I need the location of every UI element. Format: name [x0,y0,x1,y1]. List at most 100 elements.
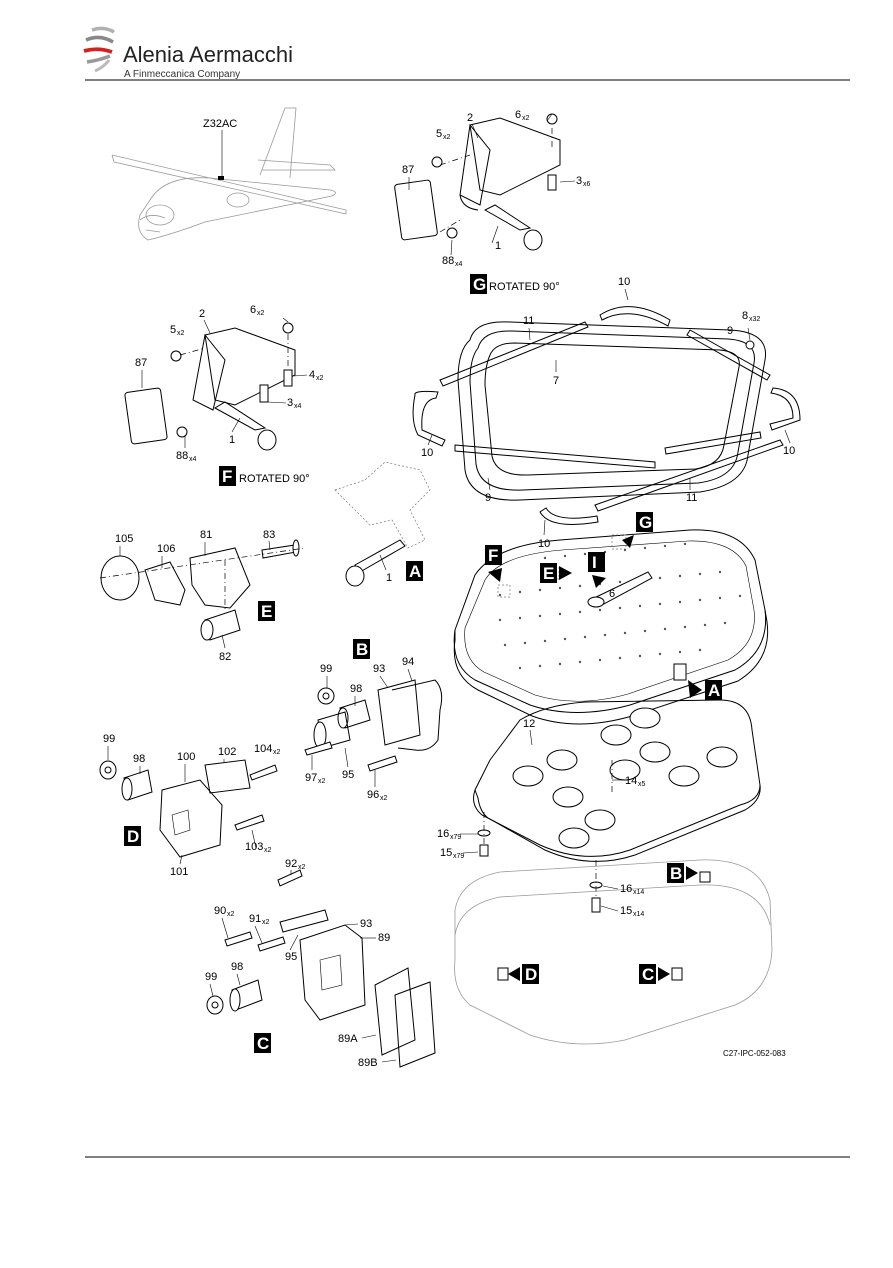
svg-text:98: 98 [133,753,145,765]
door-panel-assembly [453,529,769,725]
svg-text:101: 101 [170,866,188,878]
leader-lines [107,113,791,1063]
svg-text:x2: x2 [522,115,530,122]
callout-7: 7 [553,375,559,387]
svg-text:93: 93 [360,918,372,930]
svg-text:10: 10 [618,276,630,288]
callout-87-f: 87 [135,357,147,369]
svg-text:99: 99 [320,663,332,675]
svg-text:12: 12 [523,718,535,730]
svg-text:x79: x79 [450,834,461,841]
callout-2-f: 2 [199,308,205,320]
svg-text:87: 87 [402,164,414,176]
view-tag-i-door: I [588,552,606,588]
callout-89: 89 [378,932,390,944]
svg-text:97: 97 [305,772,317,784]
svg-text:90: 90 [214,905,226,917]
svg-text:83: 83 [263,529,275,541]
zone-label: Z32AC [203,118,237,130]
svg-text:106: 106 [157,543,175,555]
svg-text:11: 11 [523,315,534,327]
svg-text:94: 94 [402,656,414,668]
svg-text:9: 9 [727,325,733,337]
callout-105: 105 [115,533,133,545]
svg-text:x2: x2 [257,310,265,317]
svg-text:99: 99 [103,733,115,745]
svg-text:81: 81 [200,529,212,541]
svg-text:88: 88 [176,450,188,462]
callout-2-g: 2 [467,112,473,124]
view-d-detail [99,759,278,858]
callout-93-c: 93 [360,918,372,930]
svg-text:3: 3 [287,397,293,409]
company-logo: Alenia Aermacchi A Finmeccanica Company [83,26,293,80]
svg-text:96: 96 [367,789,379,801]
view-a-detail [334,461,431,587]
svg-text:F: F [488,546,498,565]
svg-text:1: 1 [229,434,235,446]
svg-text:87: 87 [135,357,147,369]
view-f-caption: F ROTATED 90° [219,466,310,486]
svg-text:15: 15 [440,847,452,859]
liner-panel [473,699,761,862]
svg-text:C: C [642,965,654,984]
svg-text:93: 93 [373,663,385,675]
view-tag-g [470,274,487,294]
svg-text:x4: x4 [455,261,463,268]
callout-10-top: 10 [618,276,630,288]
svg-text:11: 11 [686,492,697,504]
liner-fasteners [477,812,603,913]
svg-text:95: 95 [285,951,297,963]
callout-82: 82 [219,651,231,663]
view-f-bracket-assembly [124,322,296,451]
callout-95-c: 95 [285,951,297,963]
callout-1-f: 1 [229,434,235,446]
svg-text:95: 95 [342,769,354,781]
svg-text:2: 2 [199,308,205,320]
svg-text:99: 99 [205,971,217,983]
callout-10-bottom: 10 [538,538,550,550]
callout-11-top: 11 [523,315,534,327]
svg-text:9: 9 [485,492,491,504]
callout-1-a: 1 [386,572,392,584]
svg-text:x79: x79 [453,853,464,860]
view-tag-markers: A A B B C C D D [124,512,722,1053]
view-tag-c-ghost: C [639,964,670,984]
svg-text:3: 3 [576,175,582,187]
svg-text:x2: x2 [443,134,451,141]
callout-94: 94 [402,656,414,668]
svg-text:x4: x4 [294,403,302,410]
view-g-rotation-note: ROTATED 90° [489,281,560,293]
svg-text:x2: x2 [318,778,326,785]
svg-text:E: E [543,564,554,583]
svg-text:98: 98 [350,683,362,695]
svg-text:15: 15 [620,905,632,917]
svg-text:103: 103 [245,841,263,853]
door-ghost-outline [454,859,773,1045]
svg-text:92: 92 [285,858,297,870]
svg-text:16: 16 [437,828,449,840]
svg-text:10: 10 [538,538,550,550]
zone-marker [218,176,224,180]
svg-text:x2: x2 [227,911,235,918]
svg-text:B: B [670,864,682,883]
view-tag-f-door: F [485,545,502,582]
svg-text:x14: x14 [633,911,644,918]
view-g-bracket-assembly [394,113,561,251]
svg-text:A: A [708,681,720,700]
view-f-rotation-note: ROTATED 90° [239,473,310,485]
svg-text:7: 7 [553,375,559,387]
callout-101: 101 [170,866,188,878]
